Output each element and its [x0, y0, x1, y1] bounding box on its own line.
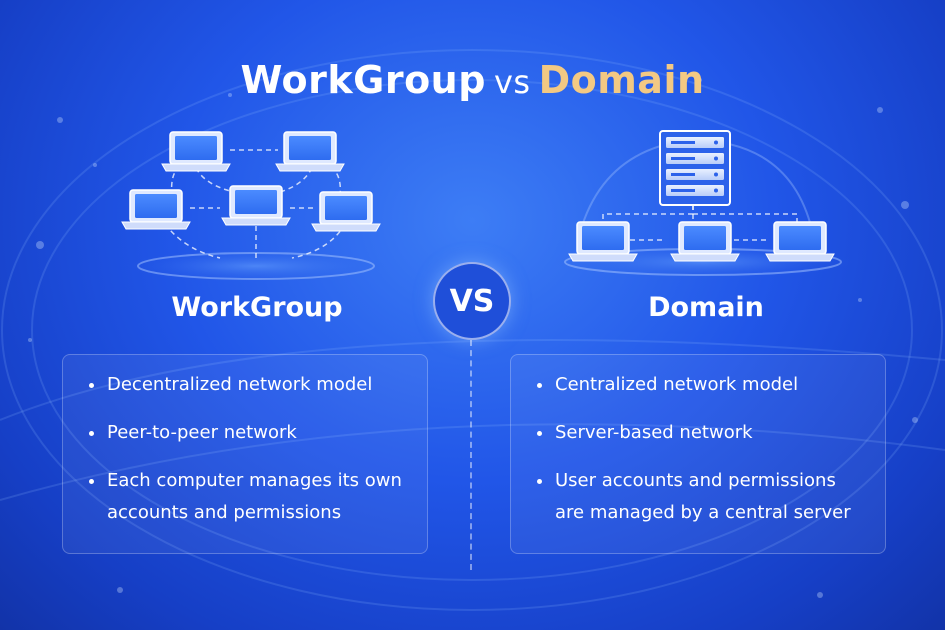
- domain-network-diagram: [553, 130, 853, 278]
- workgroup-network-diagram: [121, 131, 386, 282]
- workgroup-platform: [126, 250, 386, 282]
- background-dots: [28, 78, 918, 598]
- domain-features-panel: Centralized network model Server-based n…: [510, 354, 886, 554]
- laptop-icon: [765, 221, 835, 262]
- feature-item: Each computer manages its own accounts a…: [89, 465, 411, 529]
- laptop-icon: [275, 131, 345, 172]
- laptop-icon: [221, 185, 291, 226]
- laptop-icon: [311, 191, 381, 232]
- workgroup-feature-list: Decentralized network model Peer-to-peer…: [89, 369, 411, 529]
- title-vs: vs: [493, 63, 531, 101]
- title-domain: Domain: [538, 58, 705, 102]
- feature-item: User accounts and permissions are manage…: [537, 465, 869, 529]
- workgroup-features-panel: Decentralized network model Peer-to-peer…: [62, 354, 428, 554]
- feature-item: Peer-to-peer network: [89, 417, 411, 449]
- laptop-icon: [670, 221, 740, 262]
- laptop-icon: [121, 189, 191, 230]
- feature-item: Decentralized network model: [89, 369, 411, 401]
- laptop-icon: [568, 221, 638, 262]
- domain-heading: Domain: [648, 292, 764, 323]
- title-workgroup: WorkGroup: [240, 58, 486, 102]
- server-icon: [659, 130, 731, 206]
- laptop-icon: [161, 131, 231, 172]
- domain-feature-list: Centralized network model Server-based n…: [537, 369, 869, 529]
- feature-item: Centralized network model: [537, 369, 869, 401]
- workgroup-heading: WorkGroup: [171, 292, 343, 323]
- center-divider: [470, 340, 472, 570]
- background-arcs: [0, 49, 945, 611]
- vs-badge: VS: [433, 262, 511, 340]
- feature-item: Server-based network: [537, 417, 869, 449]
